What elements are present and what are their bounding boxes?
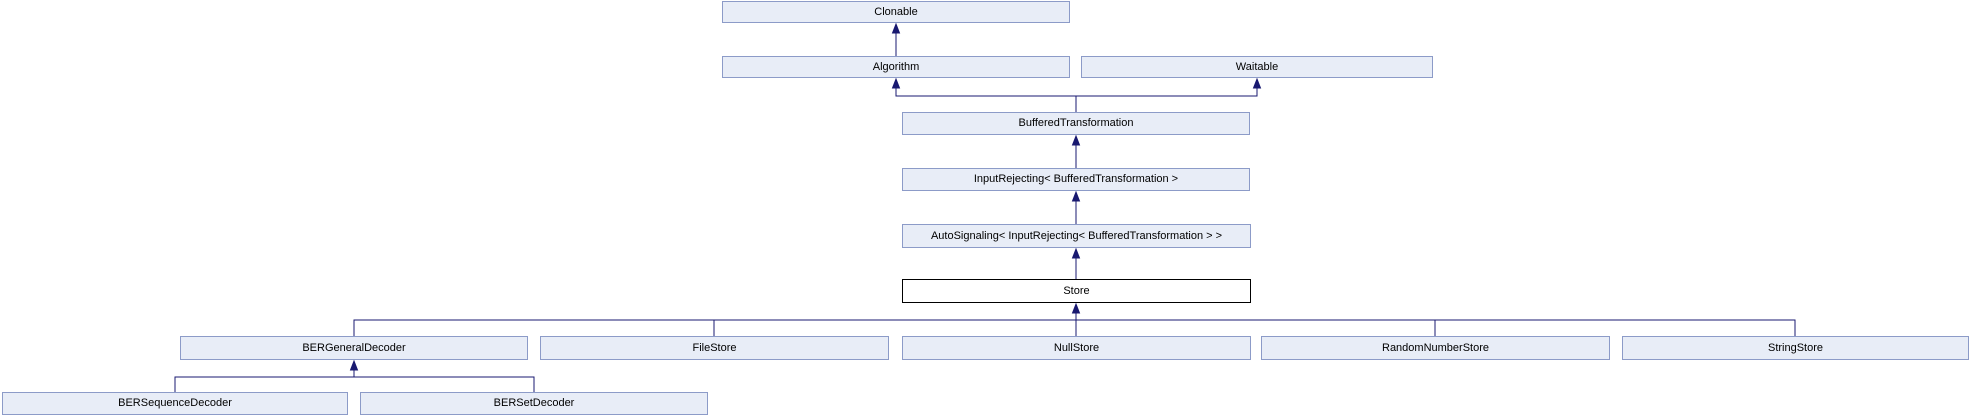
class-node-ber-set-decoder[interactable]: BERSetDecoder (360, 392, 708, 415)
class-node-auto-signaling[interactable]: AutoSignaling< InputRejecting< BufferedT… (902, 224, 1251, 248)
class-node-buffered-transformation[interactable]: BufferedTransformation (902, 112, 1250, 135)
class-node-store-current: Store (902, 279, 1251, 303)
class-node-random-number-store[interactable]: RandomNumberStore (1261, 336, 1610, 360)
class-node-clonable[interactable]: Clonable (722, 1, 1070, 23)
class-node-null-store[interactable]: NullStore (902, 336, 1251, 360)
class-node-ber-sequence-decoder[interactable]: BERSequenceDecoder (2, 392, 348, 415)
class-node-algorithm[interactable]: Algorithm (722, 56, 1070, 78)
class-node-string-store[interactable]: StringStore (1622, 336, 1969, 360)
class-node-ber-general-decoder[interactable]: BERGeneralDecoder (180, 336, 528, 360)
class-node-file-store[interactable]: FileStore (540, 336, 889, 360)
class-node-waitable[interactable]: Waitable (1081, 56, 1433, 78)
class-node-input-rejecting[interactable]: InputRejecting< BufferedTransformation > (902, 168, 1250, 191)
